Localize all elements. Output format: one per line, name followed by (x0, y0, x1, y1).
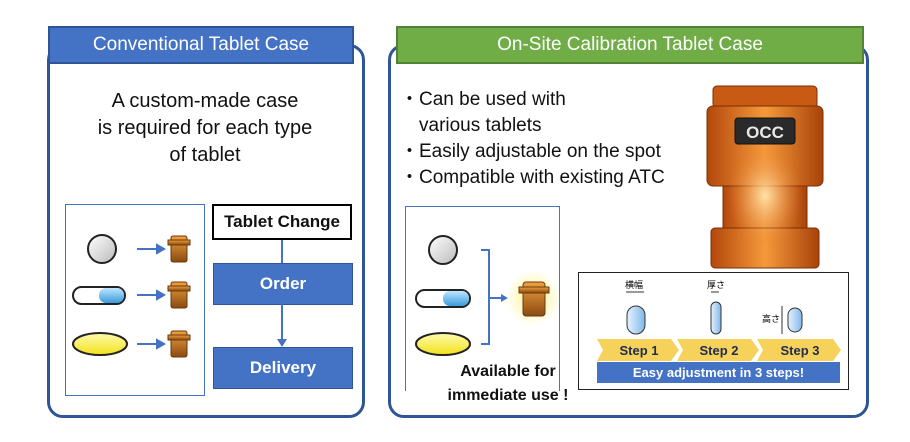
feature-item: ・Easily adjustable on the spot (400, 141, 661, 162)
step2-caption: 厚さ (707, 280, 725, 291)
delivery-box: Delivery (213, 347, 353, 389)
easy-adjustment-banner: Easy adjustment in 3 steps! (597, 362, 840, 383)
tablet-change-box: Tablet Change (212, 204, 352, 240)
feature-item: various tablets (400, 115, 542, 136)
tablet-case-icon (167, 235, 191, 358)
occ-device-image: OCC (706, 85, 824, 269)
tablet-mapping-graphic (72, 234, 191, 358)
pill-width-icon (626, 305, 646, 335)
oval-tablet-icon (415, 332, 471, 356)
pill-thickness-icon (710, 301, 722, 335)
step-chevrons (597, 339, 841, 361)
conventional-description: A custom-made case is required for each … (60, 88, 350, 169)
available-note: Available for immediate use ! (447, 363, 569, 404)
step-illustrations: 横幅 厚さ 高さ (625, 279, 803, 335)
capsule-icon (415, 289, 471, 308)
step-2: Step 2 (699, 342, 739, 358)
oval-tablet-icon (72, 332, 128, 356)
feature-list: ・Can be used with various tablets ・Easil… (400, 87, 665, 191)
step3-caption: 高さ (762, 313, 780, 325)
universal-mapping-graphic (415, 235, 561, 356)
flow-arrow (277, 240, 287, 347)
description-line: A custom-made case (111, 90, 299, 112)
conventional-header: Conventional Tablet Case (48, 26, 354, 64)
occ-label: OCC (746, 123, 784, 142)
feature-item: ・Compatible with existing ATC (400, 167, 665, 188)
round-tablet-icon (428, 235, 458, 265)
description-line: is required for each type (97, 117, 313, 139)
capsule-icon (72, 286, 126, 305)
order-box: Order (213, 263, 353, 305)
tablet-case-icon (518, 281, 550, 317)
on-site-header: On-Site Calibration Tablet Case (396, 26, 864, 64)
step-3: Step 3 (780, 342, 820, 358)
step-1: Step 1 (619, 342, 659, 358)
step1-caption: 横幅 (625, 279, 643, 291)
description-line: of tablet (169, 144, 241, 166)
round-tablet-icon (87, 234, 117, 264)
feature-item: ・Can be used with (400, 89, 566, 110)
pill-height-icon (787, 307, 803, 333)
